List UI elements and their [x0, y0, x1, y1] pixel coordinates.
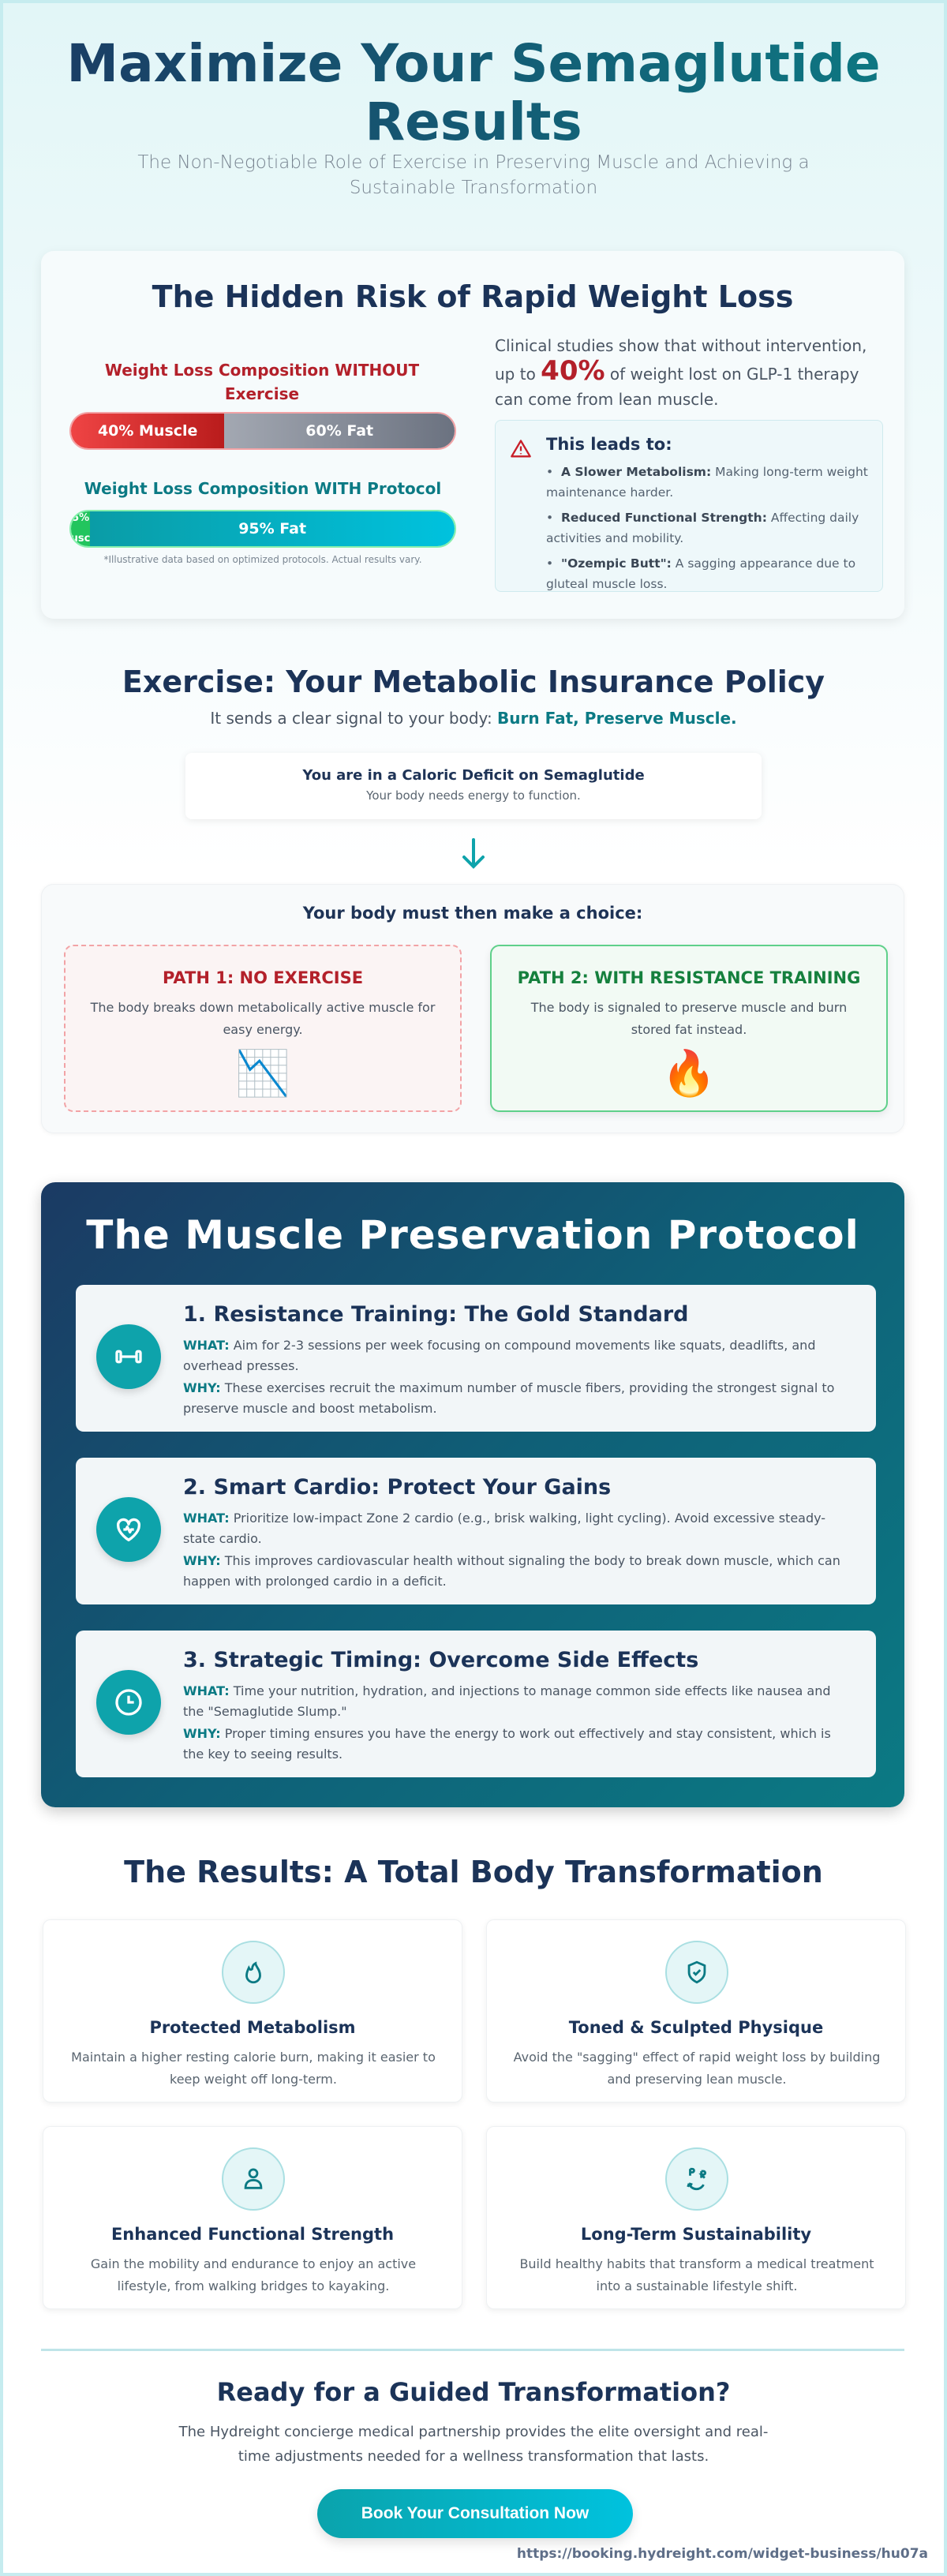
protocol-what: WHAT: Aim for 2-3 sessions per week focu… [183, 1338, 816, 1373]
protocol-item: 3. Strategic Timing: Overcome Side Effec… [76, 1631, 876, 1777]
page-title: Maximize Your Semaglutide Results [3, 35, 944, 152]
hidden-risk-card: The Hidden Risk of Rapid Weight Loss Wei… [41, 251, 904, 619]
choice-card: Your body must then make a choice: PATH … [41, 884, 904, 1133]
insurance-subtitle: It sends a clear signal to your body: Bu… [210, 709, 737, 728]
with-muscle-segment: 5% Muscle [71, 511, 91, 546]
leads-item: • Reduced Functional Strength: Affecting… [546, 511, 859, 545]
with-bar: 5% Muscle 95% Fat [69, 510, 456, 548]
flame-icon [222, 1941, 285, 2004]
hidden-risk-title: The Hidden Risk of Rapid Weight Loss [152, 279, 794, 314]
chart-decreasing-icon: 📉 [235, 1048, 290, 1099]
shield-check-icon [665, 1941, 728, 2004]
protocol-section: The Muscle Preservation Protocol 1. Resi… [41, 1182, 904, 1807]
clinical-stat: Clinical studies show that without inter… [495, 333, 874, 412]
stat-text: Clinical studies show that without inter… [495, 336, 867, 384]
warning-icon [511, 440, 531, 458]
deficit-text: Your body needs energy to function. [366, 788, 581, 803]
choice-title: Your body must then make a choice: [302, 904, 643, 923]
with-fat-segment: 95% Fat [90, 511, 455, 546]
without-label: Weight Loss Composition WITHOUT Exercise [104, 361, 420, 403]
path2-title: PATH 2: WITH RESISTANCE TRAINING [517, 968, 861, 987]
protocol-item: 1. Resistance Training: The Gold Standar… [76, 1285, 876, 1432]
protocol-what: WHAT: Prioritize low-impact Zone 2 cardi… [183, 1511, 826, 1546]
without-muscle-segment: 40% Muscle [71, 414, 225, 448]
protocol-item-title: 1. Resistance Training: The Gold Standar… [183, 1302, 689, 1327]
protocol-item-title: 2. Smart Cardio: Protect Your Gains [183, 1475, 612, 1500]
stat-value: 40% [541, 355, 605, 387]
result-title: Long-Term Sustainability [580, 2225, 812, 2244]
book-consultation-button[interactable]: Book Your Consultation Now [317, 2489, 633, 2538]
protocol-why: WHY: This improves cardiovascular health… [183, 1553, 840, 1589]
refresh-users-icon [665, 2147, 728, 2211]
cta-text: The Hydreight concierge medical partners… [178, 2424, 769, 2465]
result-card: Toned & Sculpted Physique Avoid the "sag… [486, 1919, 906, 2102]
path1-title: PATH 1: NO EXERCISE [162, 968, 364, 987]
without-fat-segment: 60% Fat [224, 414, 455, 448]
illustrative-note: *Illustrative data based on optimized pr… [103, 554, 422, 565]
path1-card: PATH 1: NO EXERCISE The body breaks down… [64, 945, 462, 1112]
clock-icon [96, 1670, 161, 1735]
stat-text-end: of weight lost on GLP-1 therapy can come… [495, 365, 859, 409]
booking-url-link[interactable]: https://booking.hydreight.com/widget-bus… [516, 2546, 928, 2562]
result-text: Maintain a higher resting calorie burn, … [71, 2050, 436, 2087]
leads-item: • "Ozempic Butt": A sagging appearance d… [546, 556, 856, 591]
deficit-title: You are in a Caloric Deficit on Semaglut… [302, 767, 645, 784]
path2-text: The body is signaled to preserve muscle … [530, 1000, 848, 1037]
deficit-box: You are in a Caloric Deficit on Semaglut… [185, 753, 762, 819]
result-title: Protected Metabolism [149, 2018, 356, 2037]
cta-title: Ready for a Guided Transformation? [216, 2377, 731, 2407]
protocol-why: WHY: These exercises recruit the maximum… [183, 1380, 835, 1416]
section-divider [41, 2349, 904, 2351]
page-subtitle: The Non-Negotiable Role of Exercise in P… [137, 152, 810, 198]
protocol-why: WHY: Proper timing ensures you have the … [183, 1726, 831, 1762]
protocol-title: The Muscle Preservation Protocol [86, 1212, 859, 1258]
insurance-title: Exercise: Your Metabolic Insurance Polic… [122, 665, 825, 699]
results-title: The Results: A Total Body Transformation [124, 1855, 823, 1889]
fire-icon: 🔥 [661, 1048, 717, 1099]
without-bar: 40% Muscle 60% Fat [69, 412, 456, 450]
protocol-item: 2. Smart Cardio: Protect Your Gains WHAT… [76, 1458, 876, 1604]
path2-card: PATH 2: WITH RESISTANCE TRAINING The bod… [490, 945, 888, 1112]
leads-title: This leads to: [546, 435, 672, 454]
leads-list: • A Slower Metabolism: Making long-term … [546, 462, 871, 599]
result-title: Toned & Sculpted Physique [568, 2018, 824, 2037]
result-text: Avoid the "sagging" effect of rapid weig… [513, 2050, 881, 2087]
result-text: Gain the mobility and endurance to enjoy… [90, 2256, 417, 2293]
protocol-what: WHAT: Time your nutrition, hydration, an… [183, 1683, 831, 1719]
heart-pulse-icon [96, 1497, 161, 1562]
user-icon [222, 2147, 285, 2211]
result-card: Protected Metabolism Maintain a higher r… [43, 1919, 462, 2102]
dumbbell-icon [96, 1324, 161, 1389]
leads-to-box: This leads to: • A Slower Metabolism: Ma… [495, 420, 883, 592]
result-card: Long-Term Sustainability Build healthy h… [486, 2126, 906, 2309]
path1-text: The body breaks down metabolically activ… [90, 1000, 436, 1037]
arrow-down-icon [462, 838, 485, 869]
result-text: Build healthy habits that transform a me… [519, 2256, 874, 2293]
with-label: Weight Loss Composition WITH Protocol [84, 479, 442, 498]
result-title: Enhanced Functional Strength [110, 2225, 395, 2244]
result-card: Enhanced Functional Strength Gain the mo… [43, 2126, 462, 2309]
leads-item: • A Slower Metabolism: Making long-term … [546, 465, 868, 500]
protocol-item-title: 3. Strategic Timing: Overcome Side Effec… [183, 1648, 699, 1672]
